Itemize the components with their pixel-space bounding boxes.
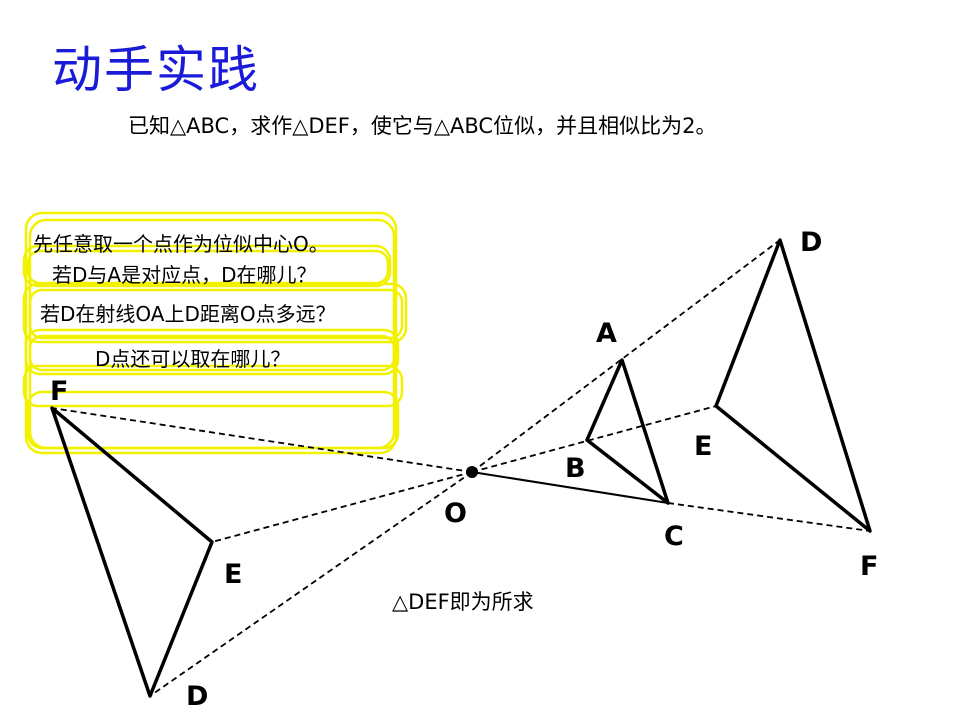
triangle-DEF-left (50, 406, 214, 698)
hint-frame-9 (22, 364, 404, 408)
label-B: B (565, 453, 586, 484)
hint-frame-5 (22, 282, 408, 344)
label-A: A (596, 318, 617, 349)
hint-frame-6 (28, 288, 404, 340)
hint-text-4: D点还可以取在哪儿？ (95, 347, 291, 371)
center-point-O (466, 466, 478, 478)
construction-rays (51, 239, 871, 697)
triangle-ABC (585, 358, 670, 505)
ray-O-E-left (211, 471, 473, 543)
ray-O-E-right (471, 405, 717, 473)
label-F-right: F (860, 551, 878, 582)
hint-text-2: 若D与A是对应点，D在哪儿？ (52, 263, 317, 287)
ray-O-D-left (149, 471, 473, 697)
triangle-DEF-right (714, 238, 872, 533)
label-O: O (444, 498, 467, 529)
segment-O-C (471, 471, 669, 504)
label-E-right: E (694, 431, 712, 462)
label-C: C (664, 521, 684, 552)
hint-frame-3 (22, 244, 392, 288)
ray-O-F-left (51, 407, 473, 473)
label-F-left: F (50, 376, 68, 407)
problem-statement: 已知△ABC，求作△DEF，使它与△ABC位似，并且相似比为2。 (128, 114, 717, 138)
hint-text-1: 先任意取一个点作为位似中心O。 (33, 232, 329, 256)
label-E-left: E (224, 559, 242, 590)
label-D-right: D (800, 227, 822, 258)
label-D-left: D (186, 681, 208, 712)
hint-frame-7 (24, 328, 400, 376)
slide-title: 动手实践 (52, 41, 260, 99)
result-caption: △DEF即为所求 (392, 590, 534, 614)
hint-frame-8 (28, 334, 396, 372)
ray-O-D-right (471, 239, 781, 473)
ray-C-F-right (667, 502, 871, 532)
hint-callout-frames (22, 211, 408, 455)
hint-frame-10 (26, 390, 400, 450)
hint-text-3: 若D在射线OA上D距离O点多远？ (40, 302, 336, 326)
